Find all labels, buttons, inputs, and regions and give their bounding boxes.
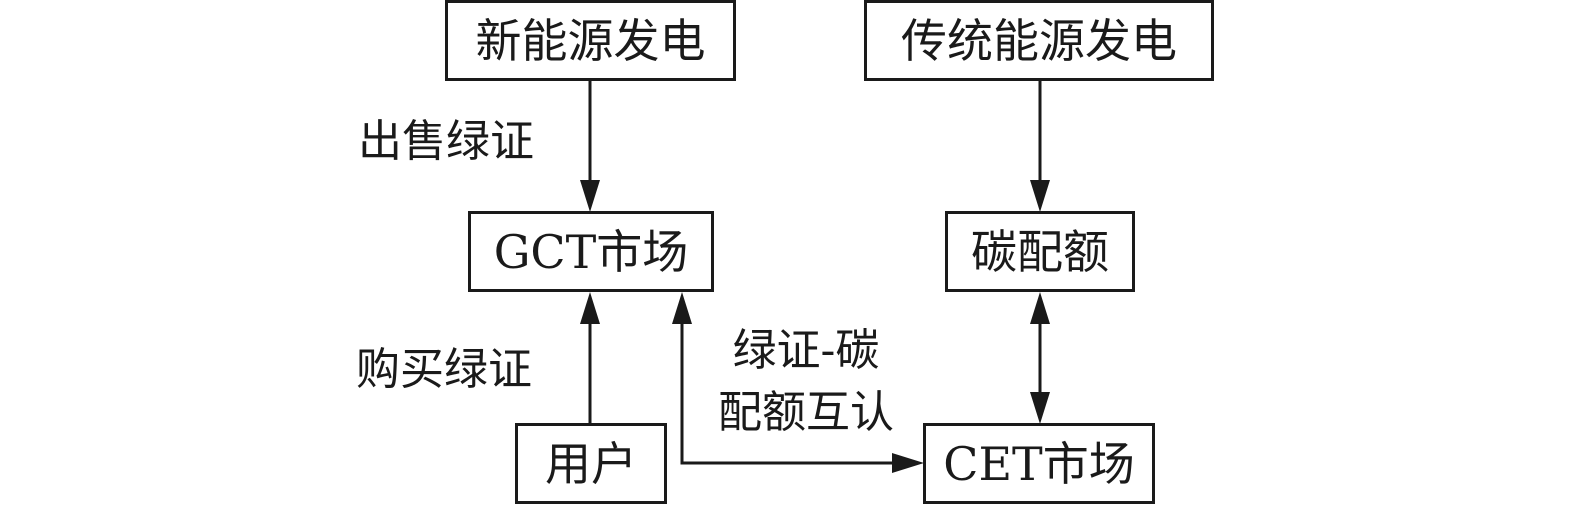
node-gct-market: GCT市场: [468, 211, 714, 292]
edge-label-buy-certificates: 购买绿证: [356, 344, 532, 395]
arrowhead-down-carbon-quota: [1030, 180, 1050, 212]
node-new-energy-generation: 新能源发电: [445, 0, 736, 81]
arrowhead-down-gct: [580, 180, 600, 212]
arrowhead-up-carbon-quota: [1030, 292, 1050, 324]
node-cet-market: CET市场: [923, 423, 1155, 504]
node-user: 用户: [515, 423, 667, 504]
edge-label-mutual-recognition-line2: 配额互认: [718, 387, 894, 438]
node-carbon-quota: 碳配额: [945, 211, 1135, 292]
arrowhead-up-gct-recognition: [672, 292, 692, 324]
edge-label-sell-certificates: 出售绿证: [358, 116, 534, 167]
edge-label-mutual-recognition: 绿证-碳 配额互认: [696, 320, 916, 444]
arrowhead-right-cet: [892, 453, 924, 473]
arrowhead-down-cet: [1030, 392, 1050, 424]
edge-gct-cet-recognition: [680, 318, 898, 465]
edge-label-mutual-recognition-line1: 绿证-碳: [732, 325, 880, 376]
node-traditional-energy-generation: 传统能源发电: [864, 0, 1214, 81]
arrowhead-up-gct-from-user: [580, 292, 600, 324]
